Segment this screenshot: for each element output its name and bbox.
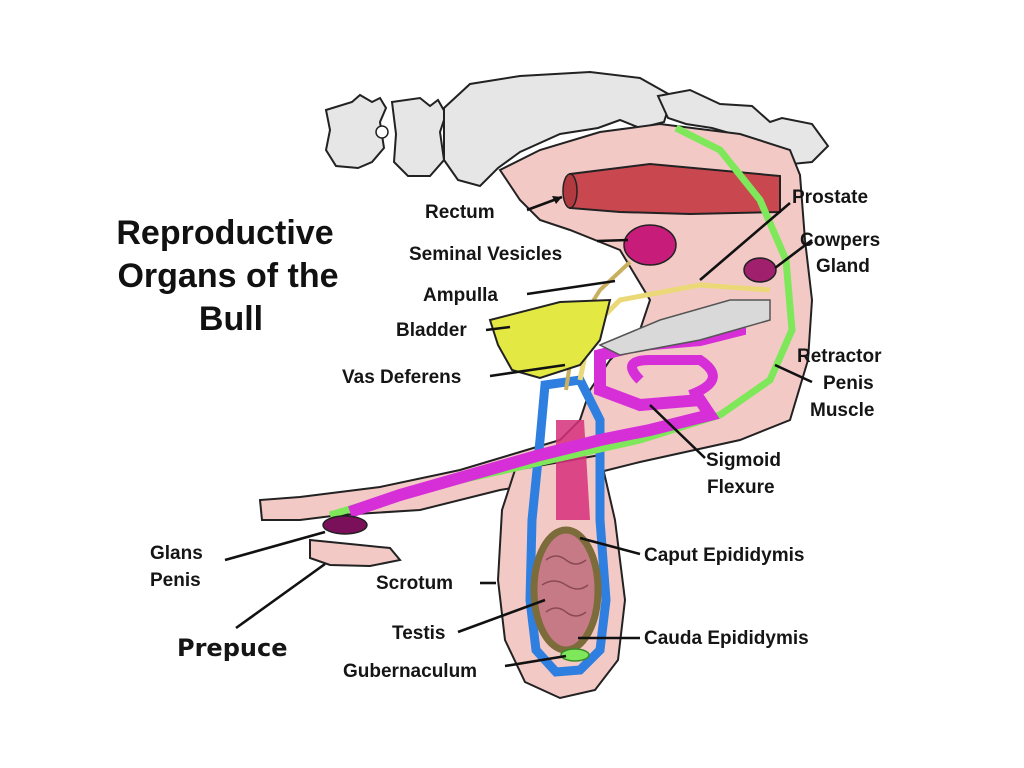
pointer-bladder	[485, 325, 511, 332]
label-glans-line-2: Penis	[150, 570, 201, 591]
label-glans-line-1: Glans	[150, 543, 203, 564]
label-retractor-line-3: Muscle	[810, 400, 874, 421]
seminal-vesicles	[623, 224, 677, 266]
label-seminal-vesicles: Seminal Vesicles	[409, 244, 562, 265]
title-line-3: Bull	[199, 300, 263, 338]
label-prepuce: Prepuce	[177, 634, 287, 662]
pointer-vas-deferens	[489, 363, 566, 378]
pointer-cowpers-gland	[774, 238, 813, 270]
label-scrotum: Scrotum	[376, 573, 453, 594]
pointer-gubernaculum	[504, 654, 567, 668]
cowpers-gland	[743, 257, 777, 283]
label-cauda-epididymis: Cauda Epididymis	[644, 628, 809, 649]
pointer-glans-penis	[224, 530, 326, 562]
title-line-2: Organs of the	[117, 257, 338, 295]
label-caput-epididymis: Caput Epididymis	[644, 545, 804, 566]
glans-penis	[322, 515, 368, 535]
pointer-seminal-vesicles	[596, 238, 629, 243]
bladder	[488, 298, 612, 380]
title-line-1: Reproductive	[116, 214, 333, 252]
pointer-testis	[457, 598, 546, 634]
testis	[530, 526, 602, 654]
label-retractor-line-2: Penis	[823, 373, 874, 394]
label-rectum: Rectum	[425, 202, 495, 223]
pointer-prostate	[699, 202, 791, 281]
label-gubernaculum: Gubernaculum	[343, 661, 477, 682]
pointer-sigmoid-flexure	[649, 404, 706, 459]
spine-vertebrae	[324, 70, 830, 188]
pointer-ampulla	[526, 279, 616, 296]
label-sigmoid-line-2: Flexure	[707, 477, 775, 498]
label-cowpers-line-2: Gland	[816, 256, 870, 277]
label-vas-deferens: Vas Deferens	[342, 367, 461, 388]
label-retractor-line-1: Retractor	[797, 346, 882, 367]
rectum	[562, 162, 781, 216]
label-sigmoid-line-1: Sigmoid	[706, 450, 781, 471]
pelvic-urethra	[598, 299, 771, 356]
label-bladder: Bladder	[396, 320, 467, 341]
arrowhead-rectum	[552, 196, 562, 204]
gubernaculum	[560, 648, 590, 662]
label-ampulla: Ampulla	[423, 285, 498, 306]
label-prostate: Prostate	[792, 187, 868, 208]
pointer-caput-epididymis	[579, 536, 641, 556]
pointer-retractor-penis	[774, 363, 813, 384]
label-cowpers-line-1: Cowpers	[800, 230, 880, 251]
diagram-title: Reproductive Organs of the Bull	[116, 214, 338, 338]
pointer-prepuce	[235, 562, 326, 630]
label-testis: Testis	[392, 623, 446, 644]
